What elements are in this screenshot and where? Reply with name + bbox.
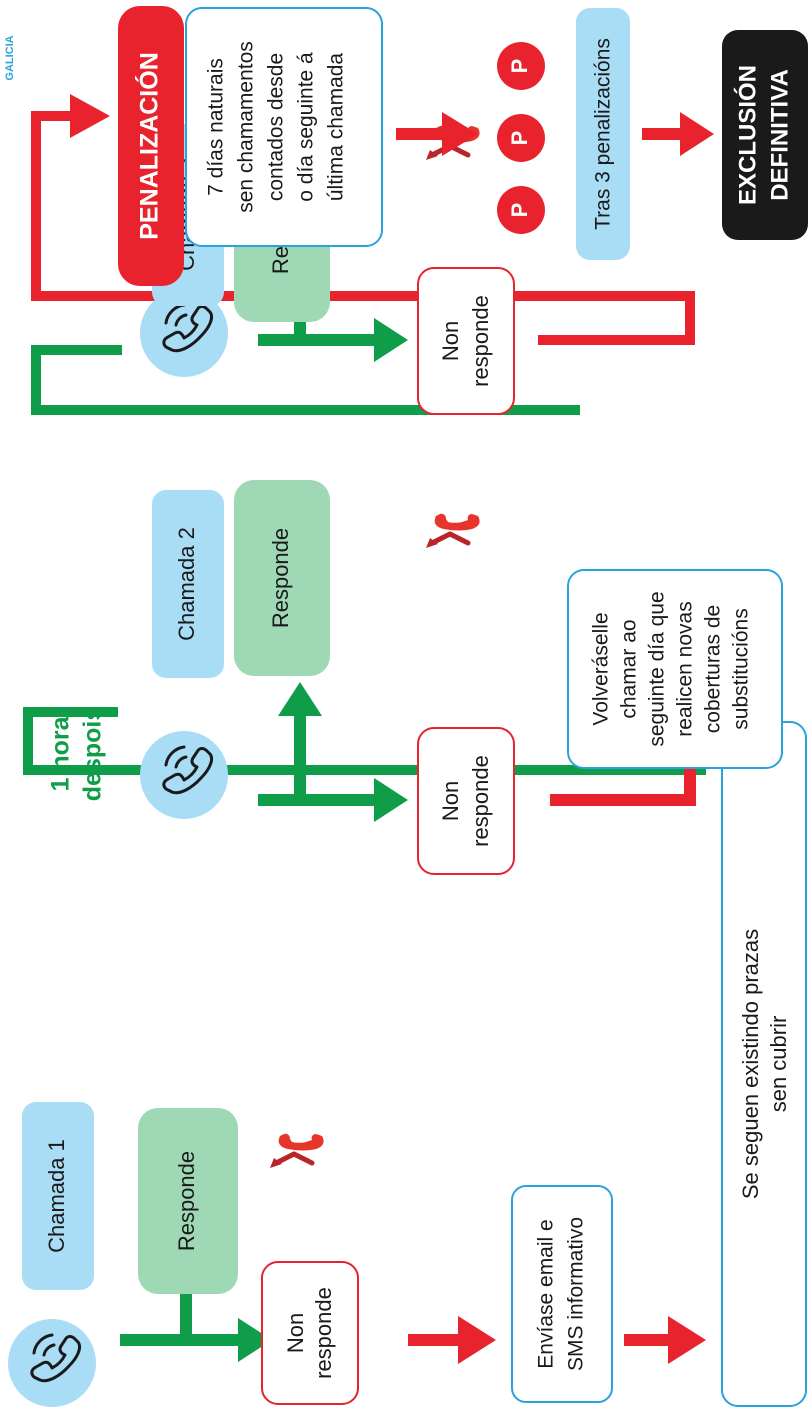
exclusion-line-2: DEFINITIVA [766, 69, 793, 201]
phone-circle-call3 [140, 289, 228, 377]
after-three-label: Tras 3 penalizacións [592, 38, 615, 230]
call-next-day-line-4: realicen novas [674, 601, 697, 736]
no-answer-label-3a: Non [438, 321, 463, 361]
no-answer-label-2a: Non [438, 781, 463, 821]
penalty-description-line-1: 7 días naturais [205, 58, 228, 196]
green-arrow-right-call3 [374, 318, 408, 362]
no-answer-box-2 [417, 727, 515, 875]
red-connector-call3 [31, 111, 695, 345]
still-vacancies-line-1: Se seguen existindo prazas [738, 929, 763, 1199]
one-hour-later-line-2: despois [79, 707, 107, 801]
red-arrow-head-penalty [70, 94, 110, 138]
answers-label-1: Responde [174, 1151, 199, 1251]
penalty-marker-3-label: P [507, 59, 532, 74]
penalty-description-box [185, 7, 383, 247]
penalty-title-box [118, 6, 184, 286]
no-answer-label-2b: responde [468, 755, 493, 847]
no-answer-box-1 [261, 1261, 359, 1405]
still-vacancies-line-2: sen cubrir [766, 1016, 791, 1113]
exclusion-line-1: EXCLUSIÓN [733, 65, 761, 205]
email-sms-box [511, 1185, 613, 1403]
after-three-box [576, 8, 630, 260]
call-label-box-2 [152, 490, 224, 678]
red-arrow-head-exclusion [680, 112, 714, 156]
no-answer-label-3b: responde [468, 295, 493, 387]
green-loop-connector-2 [31, 345, 580, 415]
answers-box-2 [234, 480, 330, 676]
green-arrow-up-call2 [278, 682, 322, 716]
one-hour-later-line-1: 1 hora [47, 715, 75, 791]
call-label-1: Chamada 1 [44, 1139, 69, 1253]
penalty-marker-1 [497, 186, 545, 234]
call-next-day-line-3: seguinte día que [646, 591, 669, 746]
no-answer-label-1a: Non [283, 1313, 308, 1353]
red-arrow-head-email [458, 1316, 496, 1364]
call-next-day-line-5: coberturas de [702, 605, 725, 733]
brand-label: GALICIA [4, 35, 16, 80]
penalty-title: PENALIZACIÓN [134, 52, 164, 240]
no-answer-box-3 [417, 267, 515, 415]
phone-circle-call2 [140, 731, 228, 819]
penalty-description-line-5: última chamada [325, 53, 348, 202]
penalty-description-line-2: sen chamamentos [235, 41, 258, 213]
penalty-description-line-4: o día seguinte á [295, 52, 318, 202]
call-next-day-box [567, 569, 783, 769]
missed-call-icon [426, 514, 480, 548]
red-arrow-head-vacancies [668, 1316, 706, 1364]
call-next-day-line-6: substitucións [730, 608, 753, 729]
missed-call-icon [270, 1134, 324, 1168]
call-label-box-1 [22, 1102, 94, 1290]
penalty-marker-2 [497, 114, 545, 162]
call-next-day-line-1: Volveráselle [590, 612, 613, 725]
green-arrow-right-call1 [238, 1318, 272, 1362]
red-connector-call2 [550, 760, 696, 806]
green-loop-connector-1 [23, 707, 706, 775]
no-answer-label-1b: responde [311, 1287, 336, 1379]
call-next-day-line-2: chamar ao [618, 619, 641, 718]
penalty-marker-2-label: P [507, 131, 532, 146]
phone-circle-call1 [8, 1319, 96, 1407]
penalty-marker-1-label: P [507, 203, 532, 218]
still-vacancies-box [721, 721, 807, 1407]
green-arrow-right-call2 [374, 778, 408, 822]
penalty-description-line-3: contados desde [265, 53, 288, 201]
answers-box-1 [138, 1108, 238, 1294]
email-sms-line-2: SMS informativo [565, 1217, 588, 1371]
penalty-marker-3 [497, 42, 545, 90]
exclusion-box [722, 30, 808, 240]
answers-label-2: Responde [268, 528, 293, 628]
red-arrow-head-markers [442, 112, 478, 156]
call-label-2: Chamada 2 [174, 527, 199, 641]
email-sms-line-1: Envíase email e [535, 1219, 558, 1368]
green-branch-call2 [258, 716, 376, 806]
